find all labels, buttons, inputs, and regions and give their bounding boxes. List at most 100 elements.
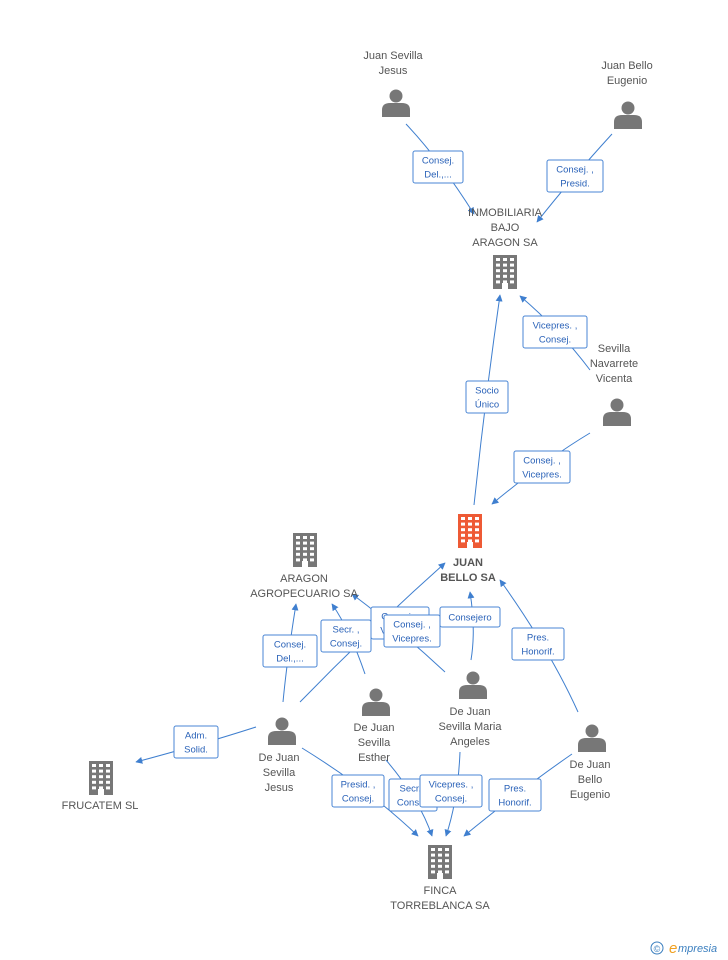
building-icon bbox=[293, 533, 317, 567]
edge-label-line: Vicepres. bbox=[392, 634, 431, 645]
node-label-line: De Juan bbox=[354, 722, 395, 734]
edge-label-line: Consej. bbox=[330, 639, 362, 650]
building-icon bbox=[458, 514, 482, 548]
edge-label-frame bbox=[465, 380, 509, 414]
edge-label-jbe-inm[interactable]: Consej. ,Presid. bbox=[546, 159, 604, 193]
edge-label-frame bbox=[173, 725, 219, 759]
building-window bbox=[106, 764, 110, 767]
edge-label-line: Consej. , bbox=[523, 456, 561, 467]
edge-label-djsj-fruc[interactable]: Adm.Solid. bbox=[173, 725, 219, 759]
edge-label-frame bbox=[262, 634, 318, 668]
building-window bbox=[496, 280, 500, 284]
edge-label-djsj-agro[interactable]: Consej.Del.,... bbox=[262, 634, 318, 668]
node-label-line: Sevilla bbox=[598, 343, 631, 355]
node-label-line: Sevilla Maria bbox=[439, 721, 503, 733]
building-window bbox=[296, 547, 300, 551]
edge-label-jsj_top-inm[interactable]: Consej. Del.,... bbox=[412, 150, 464, 184]
person-icon bbox=[578, 724, 606, 752]
building-window bbox=[503, 280, 507, 284]
building-window bbox=[310, 558, 314, 562]
node-label-line: TORREBLANCA SA bbox=[390, 900, 490, 912]
building-window bbox=[92, 764, 96, 767]
building-window bbox=[303, 552, 307, 556]
edge-label-frame bbox=[513, 450, 571, 484]
edge-label-djsj-finca[interactable]: Presid. ,Consej. bbox=[331, 774, 385, 808]
building-window bbox=[431, 870, 435, 874]
edge-label-frame bbox=[546, 159, 604, 193]
edge-label-line: Vicepres. bbox=[522, 470, 561, 481]
company-node-finca[interactable]: FINCA TORREBLANCA SA bbox=[390, 845, 490, 912]
node-label-line: Sevilla bbox=[263, 767, 296, 779]
company-node-fruc[interactable]: FRUCATEM SL bbox=[62, 761, 139, 812]
building-window bbox=[106, 775, 110, 779]
edge-label-snv-inm[interactable]: Vicepres. ,Consej. bbox=[522, 315, 588, 349]
building-window bbox=[503, 258, 507, 261]
edge-djsma-to-jb bbox=[467, 591, 475, 661]
node-label-line: FINCA bbox=[424, 885, 458, 897]
building-icon bbox=[428, 845, 452, 879]
building-window bbox=[438, 853, 442, 857]
building-window bbox=[431, 859, 435, 863]
edge-label-djsj-jb[interactable]: Consej. ,Vicepres. bbox=[383, 614, 441, 648]
building-window bbox=[310, 552, 314, 556]
building-window bbox=[92, 786, 96, 790]
building-window bbox=[445, 870, 449, 874]
edge-label-line: Del.,... bbox=[424, 170, 451, 181]
building-window bbox=[106, 780, 110, 784]
edge-label-snv-jb[interactable]: Consej. , Vicepres. bbox=[513, 450, 571, 484]
edge-label-djsma-jb[interactable]: Consejero bbox=[439, 606, 501, 628]
person-icon bbox=[614, 101, 642, 129]
edge-label-djbe-jb[interactable]: Pres. Honorif. bbox=[511, 627, 565, 661]
edge-label-djbe-finca[interactable]: Pres.Honorif. bbox=[488, 778, 542, 812]
building-window bbox=[468, 533, 472, 537]
edge-label-line: Vicepres. , bbox=[429, 780, 474, 791]
edge-label-line: Consej. bbox=[397, 798, 429, 809]
brand-name: mpresia bbox=[678, 943, 717, 955]
person-head bbox=[585, 724, 599, 738]
building-window bbox=[431, 848, 435, 851]
building-window bbox=[303, 536, 307, 539]
building-window bbox=[99, 786, 103, 790]
building-window bbox=[468, 528, 472, 532]
building-door bbox=[302, 561, 308, 567]
building-window bbox=[475, 533, 479, 537]
node-label-line: Jesus bbox=[379, 65, 408, 77]
building-window bbox=[510, 269, 514, 273]
edge-label-line: Consej. bbox=[342, 794, 374, 805]
edge-label-djse-agro[interactable]: Secr. ,Consej. bbox=[320, 619, 372, 653]
building-window bbox=[496, 274, 500, 278]
edge-label-line: Consej. bbox=[422, 156, 454, 167]
edge-label-line: Honorif. bbox=[521, 647, 554, 658]
building-window bbox=[296, 552, 300, 556]
building-window bbox=[445, 853, 449, 857]
person-body bbox=[459, 685, 487, 699]
building-window bbox=[296, 558, 300, 562]
building-window bbox=[438, 859, 442, 863]
edge-label-frame bbox=[439, 606, 501, 628]
edge-label-line: Secr. , bbox=[400, 784, 427, 795]
building-window bbox=[461, 539, 465, 543]
edge-label-djsma-finca[interactable]: Vicepres. ,Consej. bbox=[419, 774, 483, 808]
edge-label-line: Pres. bbox=[527, 633, 549, 644]
edge-label-frame bbox=[511, 627, 565, 661]
building-window bbox=[296, 536, 300, 539]
building-window bbox=[475, 528, 479, 532]
edge-label-line: Solid. bbox=[184, 745, 208, 756]
person-head bbox=[275, 717, 289, 731]
edge-label-line: Único bbox=[475, 400, 499, 411]
building-icon bbox=[493, 255, 517, 289]
building-window bbox=[296, 541, 300, 545]
node-label-line: ARAGON bbox=[280, 573, 328, 585]
node-label-line: INMOBILIARIA bbox=[468, 207, 543, 219]
